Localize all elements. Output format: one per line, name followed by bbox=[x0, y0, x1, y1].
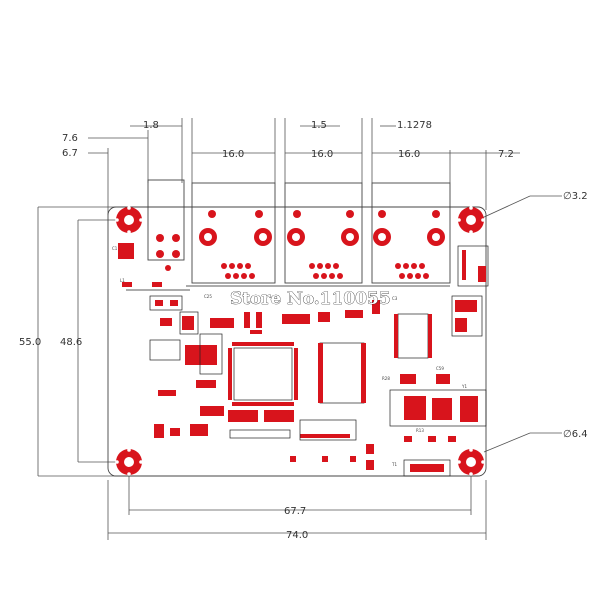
silkscreen-labels: C1 L1 C25 C3 R28 C59 R13 T1 Y1 bbox=[112, 246, 467, 467]
svg-text:R28: R28 bbox=[382, 376, 390, 381]
rj45-pads-2 bbox=[287, 210, 359, 279]
mounting-hole-top-right bbox=[457, 206, 485, 234]
dim-right-offset: 7.2 bbox=[498, 149, 514, 160]
dim-width-inner: 67.7 bbox=[284, 506, 306, 517]
hole-small-leader bbox=[481, 195, 531, 219]
dim-rj45-width-2: 16.0 bbox=[311, 149, 333, 160]
usb-connector bbox=[457, 245, 489, 287]
dim-rj45-width-1: 16.0 bbox=[222, 149, 244, 160]
memory-chip bbox=[318, 342, 366, 404]
board-outline bbox=[107, 206, 487, 477]
switch-chip bbox=[394, 313, 432, 359]
rj45-pads-1 bbox=[199, 210, 272, 279]
dim-width-total: 74.0 bbox=[286, 530, 308, 541]
bottom-dimension-lines bbox=[107, 476, 487, 540]
mounting-hole-bottom-right bbox=[457, 448, 485, 476]
dim-left-offset-b: 6.7 bbox=[62, 148, 78, 159]
mounting-hole-bottom-left bbox=[115, 448, 143, 476]
hole-large-leader bbox=[483, 432, 531, 453]
svg-text:C1: C1 bbox=[112, 246, 118, 251]
smd-components bbox=[154, 300, 478, 472]
dim-gap-small: 1.8 bbox=[143, 120, 159, 131]
svg-text:C25: C25 bbox=[204, 294, 212, 299]
svg-text:C3: C3 bbox=[392, 296, 398, 301]
dim-height-total: 55.0 bbox=[19, 337, 41, 348]
dim-hole-large: ∅6.4 bbox=[563, 429, 588, 440]
dim-gap-mid: 1.5 bbox=[311, 120, 327, 131]
dim-height-inner: 48.6 bbox=[60, 337, 82, 348]
rj45-housing-3 bbox=[371, 182, 451, 284]
svg-text:C59: C59 bbox=[436, 366, 444, 371]
svg-text:T1: T1 bbox=[391, 462, 397, 467]
rj45-housing-2 bbox=[284, 182, 363, 284]
left-connector-pads bbox=[118, 234, 180, 287]
mounting-hole-top-left bbox=[115, 206, 143, 234]
dim-left-offset-a: 7.6 bbox=[62, 133, 78, 144]
svg-text:R13: R13 bbox=[416, 428, 424, 433]
rj45-pads-3 bbox=[373, 210, 445, 279]
svg-text:L1: L1 bbox=[120, 278, 125, 283]
dim-rj45-width-3: 16.0 bbox=[398, 149, 420, 160]
dim-hole-small: ∅3.2 bbox=[563, 191, 588, 202]
dim-gap-right: 1.1278 bbox=[397, 120, 432, 131]
svg-text:Y1: Y1 bbox=[461, 384, 467, 389]
left-connector-housing bbox=[147, 179, 185, 261]
silkscreen-outlines bbox=[126, 285, 487, 477]
main-mcu bbox=[228, 342, 298, 406]
store-watermark: Store No.110055 bbox=[230, 289, 391, 309]
left-dimension-lines bbox=[37, 206, 122, 477]
top-dimension-lines bbox=[88, 118, 520, 215]
rj45-housing-1 bbox=[191, 182, 276, 284]
